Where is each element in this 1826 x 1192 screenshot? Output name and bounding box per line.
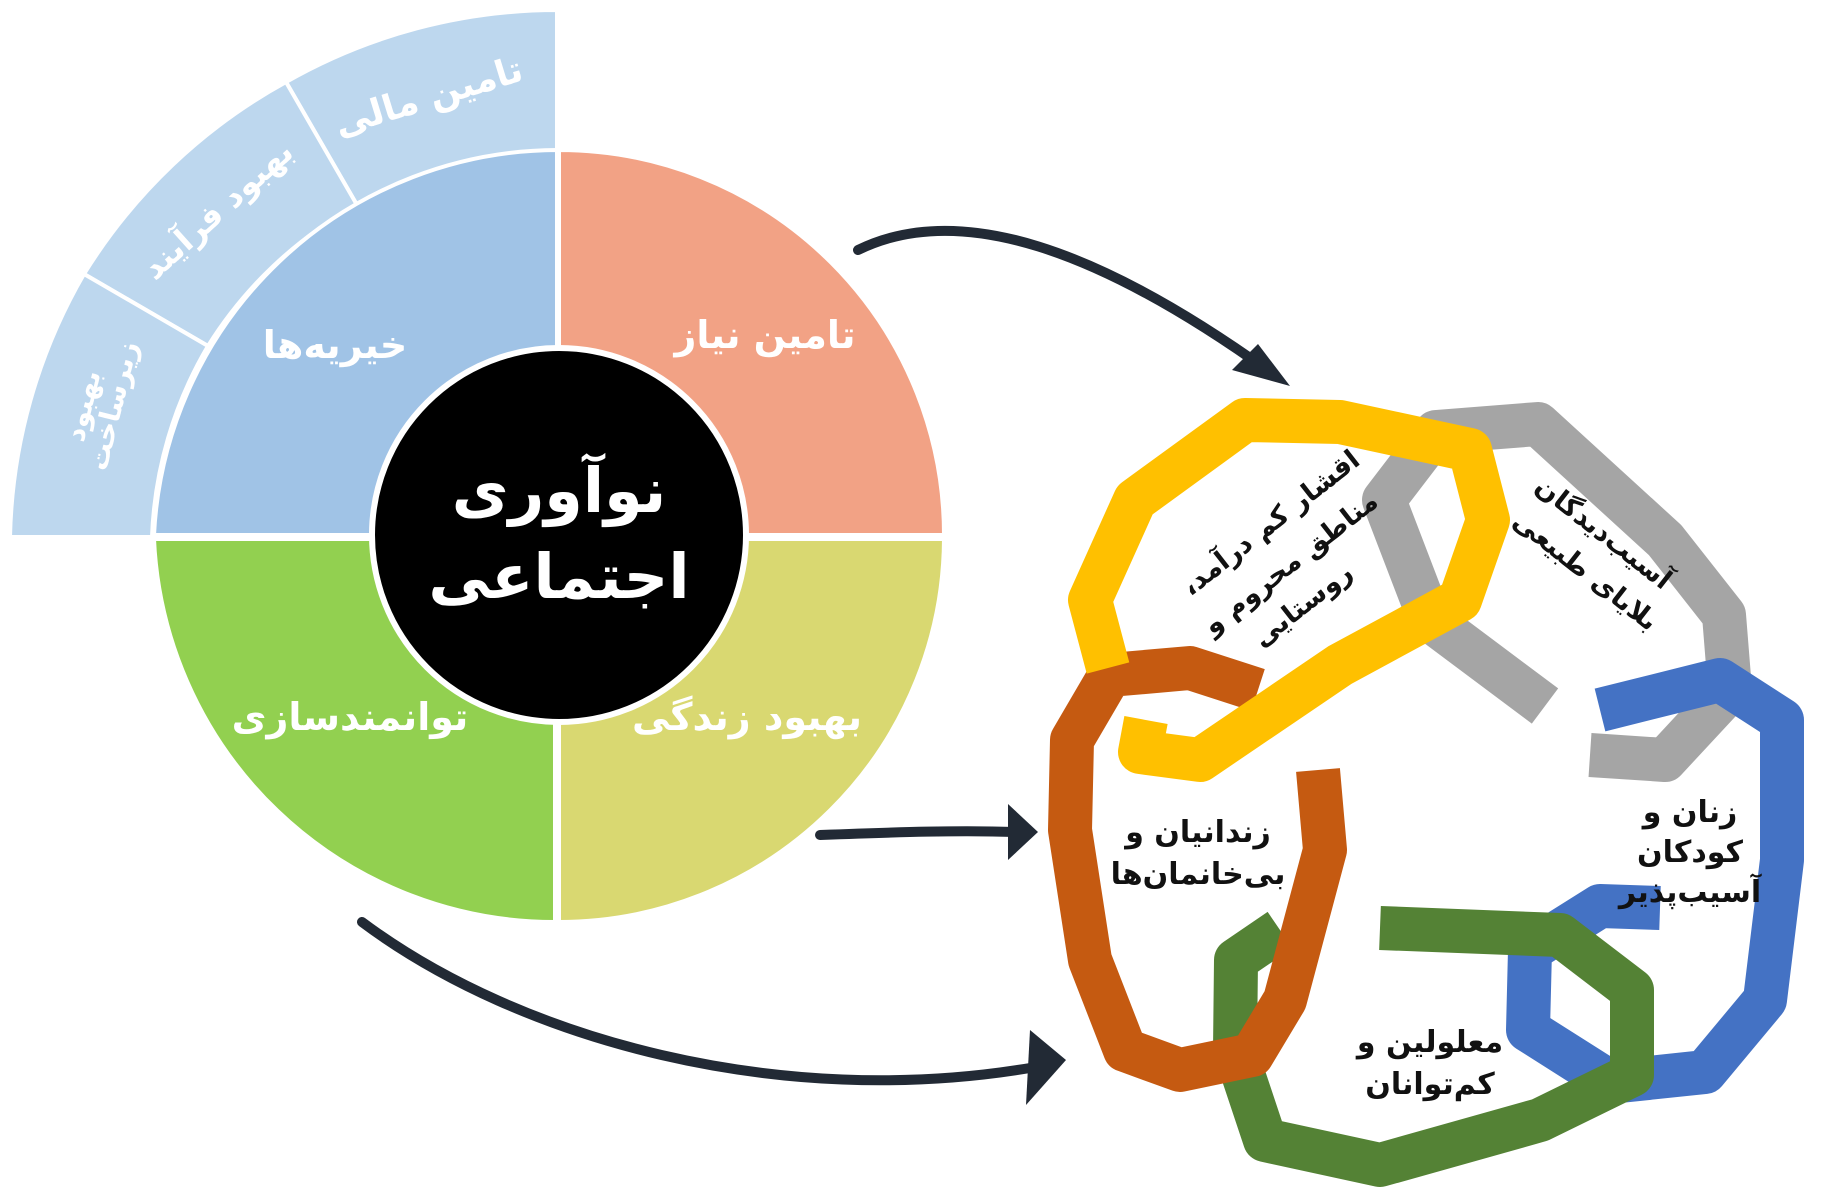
quadrant-empower-label: توانمندسازی <box>232 695 469 739</box>
chain-link-yellow <box>1068 398 1510 782</box>
chain-link-orange <box>1048 646 1347 1092</box>
arrow-middle <box>815 826 1020 840</box>
blue-link-line3: آسیب‌پذیر <box>1617 873 1762 910</box>
circle-diagram: نوآوری اجتماعی تامین نیاز خیریه‌ها توانم… <box>7 7 947 925</box>
arrow-top <box>853 225 1275 377</box>
blue-link-line2: کودکان <box>1637 835 1744 870</box>
green-link-line2: کم‌توانان <box>1365 1067 1495 1102</box>
chain-link-green <box>1213 906 1654 1187</box>
quadrant-life-label: بهبود زندگی <box>632 695 862 739</box>
orange-link-line2: بی‌خانمان‌ها <box>1111 857 1286 892</box>
green-link-line1: معلولین و <box>1355 1025 1503 1060</box>
outer-segment-infrastructure <box>7 271 211 539</box>
connector-arrows <box>357 225 1275 1086</box>
arrowhead-top <box>1232 344 1290 386</box>
blue-link-line1: زنان و <box>1641 795 1738 830</box>
quadrant-charity-label: خیریه‌ها <box>263 323 407 367</box>
quadrant-need-label: تامین نیاز <box>673 313 856 357</box>
arrow-heads <box>1008 344 1290 1105</box>
orange-link-line1: زندانیان و <box>1123 815 1271 850</box>
center-title-line1: نوآوری <box>452 452 666 527</box>
center-circle <box>369 345 749 725</box>
arrowhead-middle <box>1008 804 1038 860</box>
chain-links <box>1048 398 1804 1187</box>
center-title-line2: اجتماعی <box>428 540 689 613</box>
arrow-bottom <box>357 917 1035 1086</box>
arrowhead-bottom <box>1026 1030 1066 1105</box>
chain-link-gray <box>1362 402 1752 782</box>
